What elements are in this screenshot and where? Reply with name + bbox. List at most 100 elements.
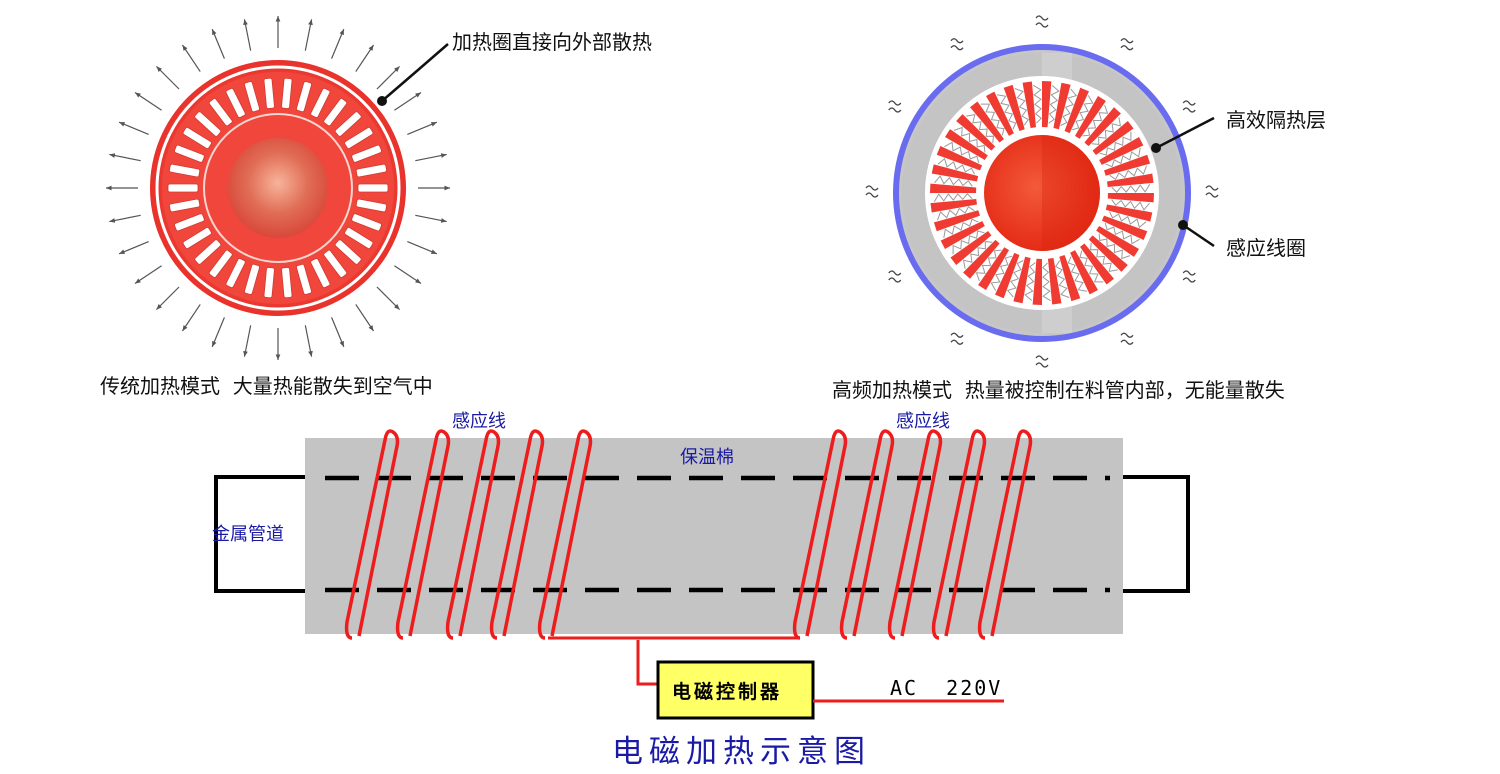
- heat-arrow-head: [119, 249, 126, 254]
- wave-gap: [1048, 85, 1060, 124]
- heat-arrow-head: [339, 29, 344, 36]
- heating-wedges: [930, 81, 1154, 305]
- wave-gap: [1098, 233, 1131, 260]
- wave-gap: [953, 126, 986, 153]
- heater-fin: [182, 127, 212, 149]
- heat-arrow-head: [368, 325, 374, 332]
- wave-gap: [1006, 260, 1024, 298]
- heat-arrow-head: [243, 350, 248, 357]
- heater-fin: [225, 258, 246, 288]
- wave-gap: [1111, 199, 1150, 211]
- heating-wedge: [945, 129, 988, 160]
- heat-arrow-head: [134, 278, 141, 284]
- wave-gap: [1014, 88, 1030, 126]
- heat-arrow-head: [394, 304, 400, 310]
- wave-gap: [1109, 211, 1147, 229]
- heater-fins: [167, 77, 389, 299]
- wave-gap: [1042, 262, 1051, 302]
- radiation-squiggle: [865, 185, 879, 198]
- core-shade: [1042, 135, 1100, 251]
- heating-wedge: [956, 114, 996, 151]
- radiation-squiggle: [1182, 270, 1196, 283]
- heater-fin: [174, 213, 205, 232]
- heating-wedge: [1064, 87, 1089, 134]
- callout-insulation-layer: 高效隔热层: [1226, 108, 1326, 132]
- wave-gap: [1033, 84, 1042, 124]
- callout-line-insulation: [1155, 116, 1215, 150]
- radiation-squiggle: [1120, 38, 1134, 51]
- radiation-squiggle: [1205, 185, 1219, 198]
- wave-gap: [937, 157, 975, 175]
- heater-fin: [281, 267, 293, 299]
- heat-arrow-head: [109, 153, 116, 158]
- radiation-squiggle: [1035, 355, 1049, 368]
- heater-fin: [310, 88, 331, 118]
- wave-gap: [1104, 222, 1140, 245]
- controller-label: 电磁控制器: [672, 681, 783, 703]
- wave-gap: [1067, 256, 1088, 292]
- heater-fin: [169, 198, 201, 213]
- coil-turn: [445, 429, 501, 640]
- heating-wedge: [931, 164, 979, 182]
- heater-inner-white-ring: [203, 113, 353, 263]
- wave-gap: [1091, 117, 1122, 145]
- caption-high-frequency-mode: 高频加热模式 热量被控制在料管内部，无能量散失: [832, 378, 1285, 402]
- heater-fin: [208, 98, 233, 127]
- callout-line-coil: [1182, 223, 1215, 248]
- heater-fin: [323, 249, 348, 278]
- wave-gap: [1099, 131, 1132, 156]
- wave-gap: [1105, 147, 1141, 168]
- heat-arrow-head: [440, 218, 447, 223]
- wave-gap: [1082, 104, 1109, 137]
- radiation-squiggle: [1035, 15, 1049, 28]
- heating-wedge: [1042, 81, 1052, 128]
- wave-gap: [952, 230, 985, 255]
- heater-fin: [334, 239, 362, 265]
- wave-gap: [962, 241, 993, 269]
- heating-wedge: [978, 247, 1009, 290]
- heat-arrow-head: [212, 29, 217, 36]
- heater-fin: [296, 263, 312, 295]
- heating-wedge: [930, 183, 977, 193]
- heater-fin: [351, 213, 382, 232]
- heater-fin: [323, 98, 348, 127]
- heat-arrow-head: [308, 19, 313, 26]
- heating-wedge: [1092, 121, 1134, 155]
- heating-wedge: [936, 146, 983, 171]
- pipe-assembly: [214, 429, 1190, 720]
- heater-fin: [174, 144, 205, 163]
- heater-fin: [344, 127, 374, 149]
- heater-core: [228, 138, 328, 238]
- wave-gap: [1071, 95, 1094, 131]
- heating-wedge: [1032, 258, 1042, 305]
- label-coil-right: 感应线: [896, 411, 950, 432]
- heater-fin: [169, 163, 201, 178]
- heat-arrow-head: [368, 44, 374, 51]
- controller-feed-wire: [636, 640, 660, 686]
- heating-wedge: [1106, 173, 1154, 188]
- heating-wedge: [1099, 137, 1144, 165]
- heater-fin: [208, 249, 233, 278]
- heater-fin: [355, 163, 387, 178]
- heat-arrow-head: [394, 66, 400, 72]
- wave-gap: [1060, 88, 1078, 126]
- wave-gap: [1079, 250, 1104, 283]
- heater-fin: [182, 227, 212, 249]
- heating-wedge: [1107, 193, 1154, 203]
- wave-gap: [980, 103, 1005, 136]
- heat-arrow-head: [243, 19, 248, 26]
- heat-arrow-head: [430, 122, 437, 127]
- wave-gap: [1109, 165, 1147, 181]
- wave-gap: [1111, 184, 1151, 193]
- heating-wedge: [1088, 235, 1128, 272]
- heat-arrow-head: [156, 66, 162, 72]
- heat-arrow-head: [275, 16, 281, 22]
- heater-fin: [344, 227, 374, 249]
- induction-core: [984, 135, 1100, 251]
- heat-arrow-head: [444, 185, 450, 191]
- heating-wedge: [1022, 81, 1037, 129]
- heat-arrow-head: [430, 249, 437, 254]
- heater-fin: [194, 111, 222, 137]
- heating-wedge: [1053, 82, 1071, 130]
